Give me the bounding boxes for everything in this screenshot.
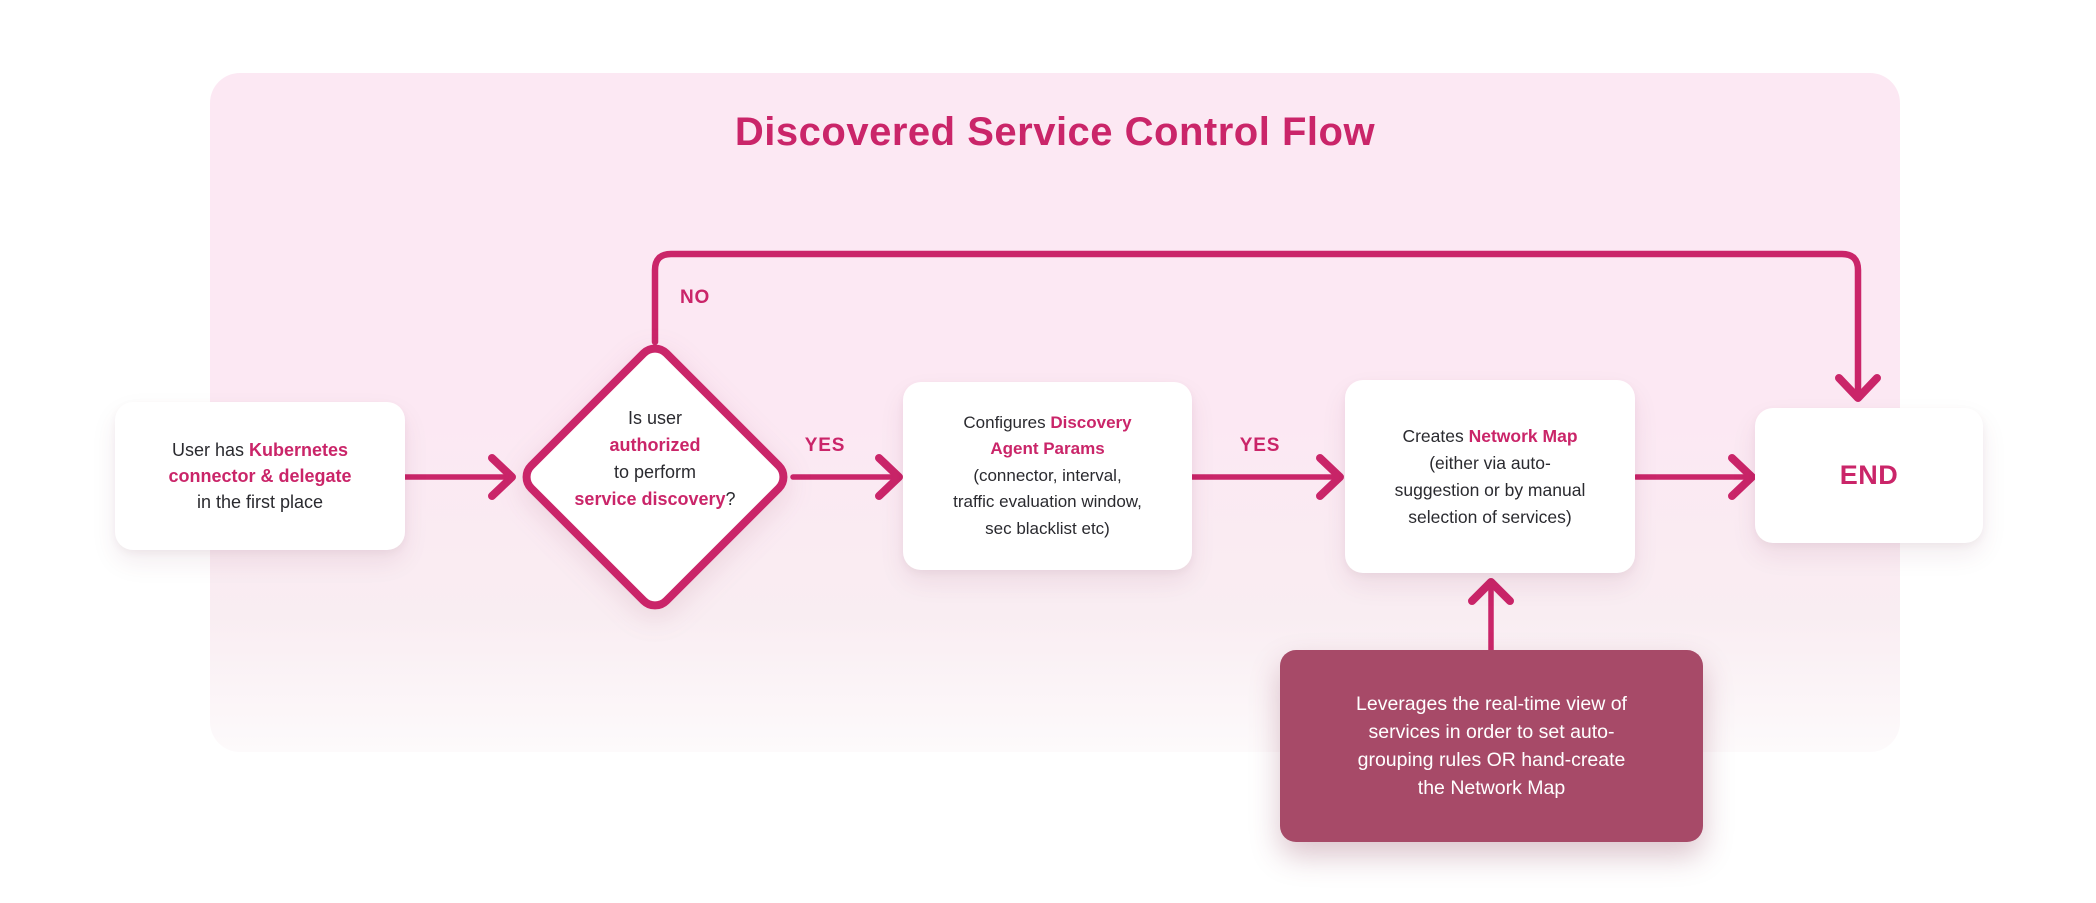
text-line: User has Kubernetes	[168, 437, 351, 463]
node-start-text: User has Kubernetes connector & delegate…	[168, 437, 351, 515]
node-network-text: Creates Network Map (either via auto- su…	[1395, 423, 1586, 531]
text-line: authorized	[545, 432, 765, 459]
text-line: selection of services)	[1395, 504, 1586, 531]
node-start: User has Kubernetes connector & delegate…	[115, 402, 405, 550]
text-line: services in order to set auto-	[1356, 718, 1627, 746]
text-segment: grouping rules OR hand-create	[1357, 749, 1626, 771]
text-segment: Kubernetes	[248, 440, 349, 460]
text-line: service discovery?	[545, 486, 765, 513]
edge-label-yes-2: YES	[1239, 435, 1281, 456]
node-note-text: Leverages the real-time view of services…	[1356, 690, 1627, 802]
text-line: Configures Discovery	[953, 410, 1142, 437]
text-segment: suggestion or by manual	[1394, 479, 1586, 500]
text-segment: Discovery	[1050, 412, 1132, 432]
text-segment: service discovery	[574, 489, 726, 509]
text-line: grouping rules OR hand-create	[1356, 746, 1627, 774]
text-segment: Is user	[627, 408, 683, 428]
decision-diamond-shape	[522, 344, 788, 610]
text-segment: (either via auto-	[1429, 452, 1551, 473]
text-segment: authorized	[609, 435, 701, 455]
diagram-title: Discovered Service Control Flow	[734, 110, 1376, 154]
node-decision-text: Is user authorized to perform service di…	[545, 405, 765, 513]
node-end: END	[1755, 408, 1983, 543]
node-creates-network-map: Creates Network Map (either via auto- su…	[1345, 380, 1635, 573]
text-segment: selection of services)	[1408, 506, 1572, 527]
text-line: connector & delegate	[168, 463, 351, 489]
end-label: END	[1839, 460, 1899, 490]
text-line: Creates Network Map	[1395, 423, 1586, 450]
text-line: (connector, interval,	[953, 463, 1142, 490]
text-line: sec blacklist etc)	[953, 516, 1142, 543]
text-segment: the Network Map	[1417, 777, 1566, 799]
decision-diamond	[522, 344, 788, 610]
text-line: suggestion or by manual	[1395, 477, 1586, 504]
text-line: the Network Map	[1356, 774, 1627, 802]
text-segment: ?	[725, 489, 736, 509]
text-line: Is user	[545, 405, 765, 432]
text-line: in the first place	[168, 489, 351, 515]
edge-label-no: NO	[679, 287, 711, 308]
text-segment: Agent Params	[990, 439, 1105, 459]
text-segment: (connector, interval,	[973, 465, 1122, 485]
text-line: Leverages the real-time view of	[1356, 690, 1627, 718]
text-line: Agent Params	[953, 436, 1142, 463]
text-segment: Leverages the real-time view of	[1356, 693, 1627, 715]
text-segment: to perform	[613, 462, 697, 482]
node-configure-discovery-agent: Configures Discovery Agent Params (conne…	[903, 382, 1192, 570]
text-segment: services in order to set auto-	[1368, 721, 1615, 743]
text-segment: traffic evaluation window,	[953, 492, 1142, 512]
text-segment: Creates	[1402, 425, 1469, 446]
text-line: (either via auto-	[1395, 450, 1586, 477]
text-segment: User has	[171, 440, 249, 460]
text-line: traffic evaluation window,	[953, 489, 1142, 516]
text-line: to perform	[545, 459, 765, 486]
text-segment: sec blacklist etc)	[985, 518, 1110, 538]
node-note-leverages: Leverages the real-time view of services…	[1280, 650, 1703, 842]
node-configure-text: Configures Discovery Agent Params (conne…	[953, 410, 1142, 543]
text-segment: in the first place	[196, 492, 324, 512]
text-segment: Network Map	[1468, 425, 1578, 446]
edge-label-yes-1: YES	[804, 435, 846, 456]
text-segment: Configures	[963, 412, 1051, 432]
text-segment: connector & delegate	[168, 466, 352, 486]
